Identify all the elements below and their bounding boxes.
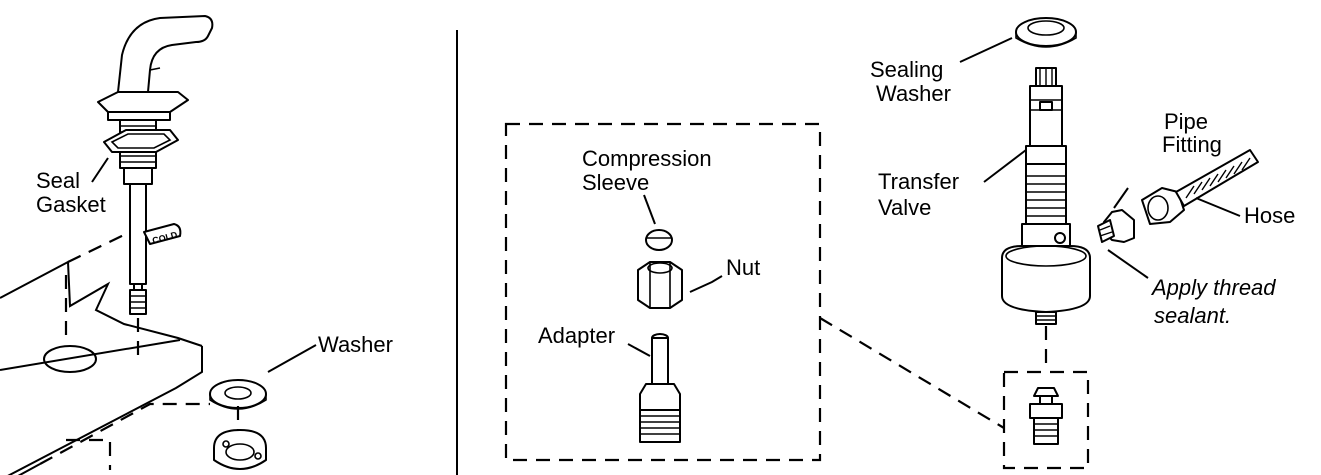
washer-leader (267, 344, 317, 373)
seal-gasket (103, 129, 179, 153)
stem-body (123, 167, 153, 315)
transfer-valve-leader (983, 149, 1027, 183)
washer-label: Washer (318, 332, 393, 357)
seal-gasket-leader (91, 157, 109, 183)
nut-label: Nut (726, 255, 760, 280)
sealing-washer (959, 17, 1077, 63)
small-detail-box (1002, 370, 1090, 470)
nut (637, 261, 723, 309)
washer (209, 344, 317, 470)
transfer-valve-label-line1: Transfer (878, 169, 959, 194)
sealant-leader (1107, 249, 1149, 279)
transfer-valve (983, 67, 1091, 368)
compression-sleeve-leader (643, 194, 656, 225)
hose-leader (1195, 197, 1241, 217)
right-panel: Sealing Washer Transfer Valve Pipe Fitti… (870, 17, 1295, 470)
adapter-leader (627, 343, 651, 357)
seal-gasket-label-line1: Seal (36, 168, 80, 193)
nut-leader (689, 275, 723, 293)
hose (1141, 149, 1259, 225)
pipe-fitting-label-line1: Pipe (1164, 109, 1208, 134)
handle (97, 15, 214, 121)
pipe-fitting (1097, 187, 1135, 243)
sealant-label-line2: sealant. (1154, 303, 1231, 328)
cold-tag: COLD (143, 223, 182, 246)
hose-label: Hose (1244, 203, 1295, 228)
counter-top (0, 231, 210, 475)
compression-sleeve-label-line1: Compression (582, 146, 712, 171)
seal-gasket-label-line2: Gasket (36, 192, 106, 217)
adapter (627, 333, 681, 443)
sealing-washer-label-line2: Washer (876, 81, 951, 106)
detail-box: Compression Sleeve Nut Adapter (504, 122, 822, 462)
transfer-valve-label-line2: Valve (878, 195, 931, 220)
compression-sleeve-label-line2: Sleeve (582, 170, 649, 195)
pipe-fitting-leader (1113, 187, 1129, 209)
compression-sleeve (643, 194, 673, 251)
adapter-label: Adapter (538, 323, 615, 348)
left-panel: COLD Seal (0, 15, 393, 475)
pipe-fitting-label-line2: Fitting (1162, 132, 1222, 157)
sealing-washer-leader (959, 37, 1013, 63)
sealing-washer-label-line1: Sealing (870, 57, 943, 82)
detail-connector (819, 317, 1005, 429)
sealant-label-line1: Apply thread (1150, 275, 1276, 300)
